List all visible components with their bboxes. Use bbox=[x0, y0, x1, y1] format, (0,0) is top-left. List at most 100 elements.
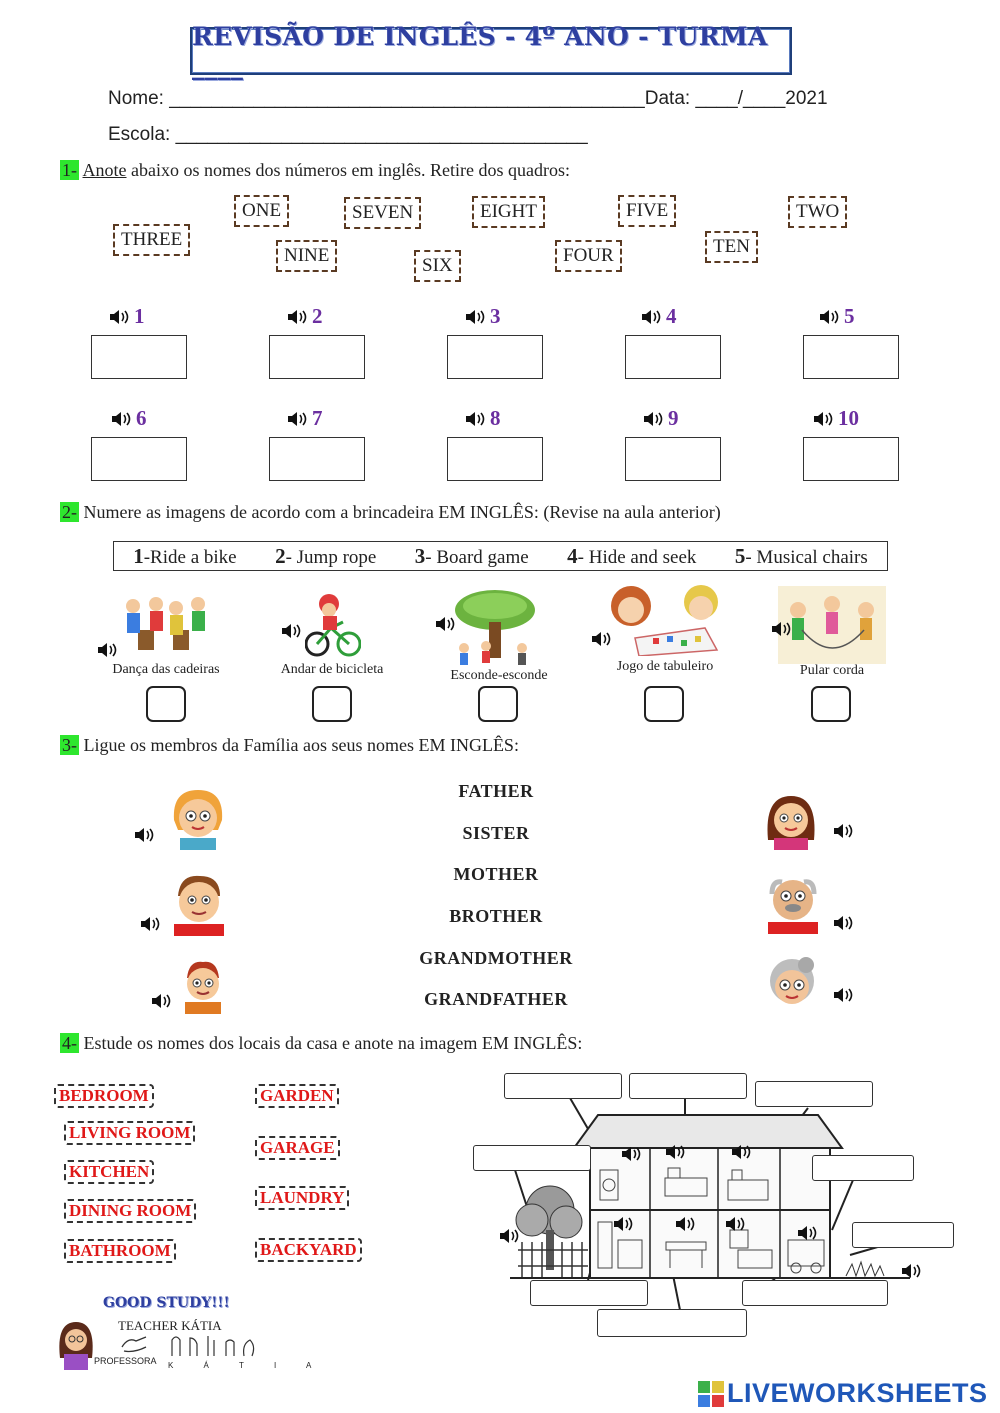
family-word-sister[interactable]: SISTER bbox=[462, 823, 530, 843]
answer-box-4[interactable] bbox=[625, 335, 721, 379]
speaker-icon[interactable] bbox=[139, 915, 161, 933]
house-word-kitchen[interactable]: KITCHEN bbox=[64, 1160, 155, 1184]
speaker-icon[interactable] bbox=[96, 641, 118, 659]
house-word-garage[interactable]: GARAGE bbox=[255, 1136, 340, 1160]
word-box-four[interactable]: FOUR bbox=[555, 240, 622, 272]
teacher-avatar bbox=[59, 1322, 93, 1370]
speaker-icon[interactable] bbox=[434, 615, 456, 633]
answer-box-5[interactable] bbox=[803, 335, 899, 379]
family-word-brother[interactable]: BROTHER bbox=[449, 906, 543, 926]
q3-number: 3- bbox=[60, 735, 79, 755]
game-option-2: 2- Jump rope bbox=[275, 543, 377, 568]
q1-prefix: Anote bbox=[82, 160, 127, 180]
answer-box-10[interactable] bbox=[803, 437, 899, 481]
mother-face-image[interactable] bbox=[168, 786, 228, 850]
speaker-icon[interactable] bbox=[812, 410, 834, 428]
speaker-icon[interactable] bbox=[464, 410, 486, 428]
speaker-icon[interactable] bbox=[832, 914, 854, 932]
speaker-icon[interactable] bbox=[832, 822, 854, 840]
father-face-image[interactable] bbox=[168, 870, 230, 936]
answer-box-board-game[interactable] bbox=[644, 686, 684, 722]
house-label-box-1[interactable] bbox=[504, 1073, 622, 1099]
speaker-icon[interactable] bbox=[590, 630, 612, 648]
house-label-box-9[interactable] bbox=[597, 1309, 747, 1337]
sign-language-letters-icon bbox=[171, 1336, 255, 1357]
family-word-father[interactable]: FATHER bbox=[458, 781, 534, 801]
family-word-grandmother[interactable]: GRANDMOTHER bbox=[419, 948, 573, 968]
speaker-icon[interactable] bbox=[724, 1215, 746, 1233]
sister-face-image[interactable] bbox=[762, 790, 820, 850]
game-option-1: 1-Ride a bike bbox=[133, 543, 237, 568]
speaker-icon[interactable] bbox=[832, 986, 854, 1004]
house-label-box-6[interactable] bbox=[852, 1222, 954, 1248]
grandfather-face-image[interactable] bbox=[762, 872, 824, 934]
answer-box-musical-chairs[interactable] bbox=[146, 686, 186, 722]
speaker-icon[interactable] bbox=[150, 992, 172, 1010]
house-label-box-7[interactable] bbox=[530, 1280, 648, 1306]
speaker-icon[interactable] bbox=[674, 1215, 696, 1233]
answer-box-6[interactable] bbox=[91, 437, 187, 481]
answer-box-3[interactable] bbox=[447, 335, 543, 379]
answer-box-1[interactable] bbox=[91, 335, 187, 379]
speaker-icon[interactable] bbox=[818, 308, 840, 326]
word-box-ten[interactable]: TEN bbox=[705, 231, 758, 263]
speaker-icon[interactable] bbox=[280, 622, 302, 640]
speaker-icon[interactable] bbox=[498, 1227, 520, 1245]
page-title: REVISÃO DE INGLÊS - 4º ANO - TURMA ____ bbox=[192, 22, 768, 80]
speaker-icon[interactable] bbox=[286, 410, 308, 428]
family-word-grandfather[interactable]: GRANDFATHER bbox=[424, 989, 568, 1009]
speaker-icon[interactable] bbox=[796, 1224, 818, 1242]
house-word-bedroom[interactable]: BEDROOM bbox=[54, 1084, 154, 1108]
speaker-icon[interactable] bbox=[730, 1143, 752, 1161]
number-label-5: 5 bbox=[818, 304, 855, 329]
house-word-dining-room[interactable]: DINING ROOM bbox=[64, 1199, 197, 1223]
answer-box-9[interactable] bbox=[625, 437, 721, 481]
house-word-backyard[interactable]: BACKYARD bbox=[255, 1238, 362, 1262]
brother-face-image[interactable] bbox=[177, 958, 229, 1014]
house-label-box-8[interactable] bbox=[742, 1280, 888, 1306]
answer-box-7[interactable] bbox=[269, 437, 365, 481]
grandmother-face-image[interactable] bbox=[762, 955, 822, 1015]
speaker-icon[interactable] bbox=[286, 308, 308, 326]
speaker-icon[interactable] bbox=[620, 1145, 642, 1163]
word-box-seven[interactable]: SEVEN bbox=[344, 197, 422, 229]
word-box-nine[interactable]: NINE bbox=[276, 240, 338, 272]
word-box-three[interactable]: THREE bbox=[113, 224, 191, 256]
answer-box-8[interactable] bbox=[447, 437, 543, 481]
speaker-icon[interactable] bbox=[642, 410, 664, 428]
number-label-8: 8 bbox=[464, 406, 501, 431]
game-option-3: 3- Board game bbox=[414, 543, 529, 568]
answer-box-2[interactable] bbox=[269, 335, 365, 379]
speaker-icon[interactable] bbox=[612, 1215, 634, 1233]
house-image bbox=[510, 1097, 910, 1311]
q4-instruction: 4- Estude os nomes dos locais da casa e … bbox=[60, 1033, 582, 1054]
speaker-icon[interactable] bbox=[108, 308, 130, 326]
word-box-six[interactable]: SIX bbox=[414, 250, 461, 282]
word-box-five[interactable]: FIVE bbox=[618, 195, 677, 227]
speaker-icon[interactable] bbox=[110, 410, 132, 428]
number-label-1: 1 bbox=[108, 304, 145, 329]
speaker-icon[interactable] bbox=[664, 1143, 686, 1161]
answer-box-hide-and-seek[interactable] bbox=[478, 686, 518, 722]
house-word-laundry[interactable]: LAUNDRY bbox=[255, 1186, 350, 1210]
house-label-box-5[interactable] bbox=[812, 1155, 914, 1181]
liveworksheets-logo[interactable]: LIVEWORKSHEETS bbox=[698, 1378, 988, 1409]
house-word-living-room[interactable]: LIVING ROOM bbox=[64, 1121, 196, 1145]
word-box-eight[interactable]: EIGHT bbox=[472, 196, 545, 228]
house-label-box-4[interactable] bbox=[473, 1145, 591, 1171]
house-label-box-3[interactable] bbox=[755, 1081, 873, 1107]
speaker-icon[interactable] bbox=[900, 1262, 922, 1280]
speaker-icon[interactable] bbox=[640, 308, 662, 326]
answer-box-jump-rope[interactable] bbox=[811, 686, 851, 722]
q3-text: Ligue os membros da Família aos seus nom… bbox=[83, 735, 519, 755]
speaker-icon[interactable] bbox=[770, 620, 792, 638]
speaker-icon[interactable] bbox=[464, 308, 486, 326]
word-box-two[interactable]: TWO bbox=[788, 196, 848, 228]
family-word-mother[interactable]: MOTHER bbox=[453, 864, 539, 884]
answer-box-bike[interactable] bbox=[312, 686, 352, 722]
speaker-icon[interactable] bbox=[133, 826, 155, 844]
word-box-one[interactable]: ONE bbox=[234, 195, 290, 227]
house-word-garden[interactable]: GARDEN bbox=[255, 1084, 339, 1108]
house-label-box-2[interactable] bbox=[629, 1073, 747, 1099]
house-word-bathroom[interactable]: BATHROOM bbox=[64, 1239, 176, 1263]
